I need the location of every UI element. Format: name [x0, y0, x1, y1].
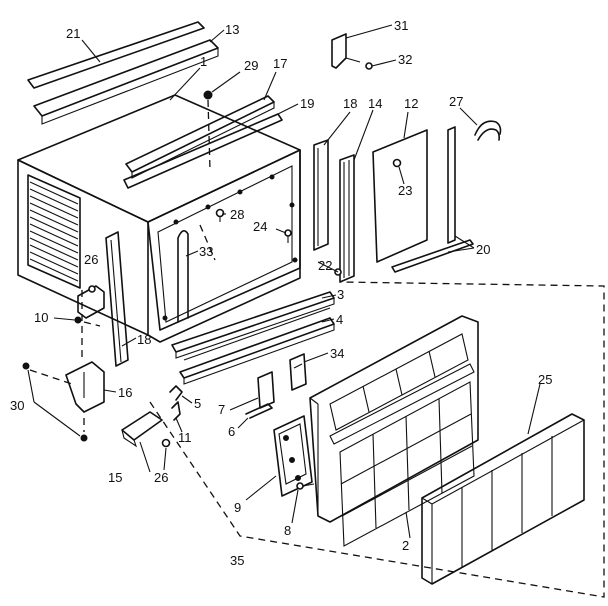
part-26-screw-lower — [161, 438, 171, 448]
label-9: 9 — [234, 500, 241, 515]
part-10-screw — [74, 316, 101, 327]
side-louvers — [27, 174, 81, 289]
leader-lines — [27, 24, 541, 539]
part-24-screw — [284, 229, 292, 243]
part-34-bracket — [289, 353, 307, 391]
part-5-clip — [169, 385, 183, 401]
label-21: 21 — [66, 26, 80, 41]
part-28-screw — [215, 208, 225, 222]
part-25-filter — [421, 413, 585, 585]
part-15-cover — [121, 411, 163, 448]
part-13-strip — [33, 39, 219, 125]
cabinet-housing — [17, 94, 301, 343]
part-26-bracket-upper — [77, 285, 105, 319]
label-7: 7 — [218, 402, 225, 417]
label-8: 8 — [284, 523, 291, 538]
label-2: 2 — [402, 538, 409, 553]
label-22: 22 — [318, 258, 332, 273]
part-20-seals — [391, 126, 474, 273]
label-5: 5 — [194, 396, 201, 411]
label-30: 30 — [10, 398, 24, 413]
part-30-screws — [22, 362, 88, 442]
part-32-screw — [365, 62, 373, 70]
part-18-side-rail — [105, 231, 129, 367]
label-24: 24 — [253, 219, 267, 234]
part-19-strip — [123, 113, 283, 189]
part-16-bracket — [65, 361, 105, 413]
part-8-knob — [296, 482, 315, 490]
label-26-upper: 26 — [84, 252, 98, 267]
part-14-channel — [339, 154, 355, 283]
label-33: 33 — [199, 244, 213, 259]
label-11: 11 — [178, 430, 192, 445]
assembly-35-boundary — [149, 281, 605, 598]
label-3: 3 — [337, 287, 344, 302]
part-27-hose — [474, 120, 502, 141]
part-33-tubing — [177, 230, 189, 323]
part-12-panel — [372, 129, 428, 263]
part-3-louver-bar — [171, 291, 335, 359]
label-28: 28 — [230, 207, 244, 222]
label-23: 23 — [398, 183, 412, 198]
label-25: 25 — [538, 372, 552, 387]
part-6-bracket — [245, 403, 273, 419]
label-35: 35 — [230, 553, 244, 568]
part-4-louver-bars — [179, 307, 335, 385]
label-29: 29 — [244, 58, 258, 73]
part-9-side-panel — [273, 415, 313, 497]
label-16: 16 — [118, 385, 132, 400]
label-20: 20 — [476, 242, 490, 257]
part-18-top-rail — [313, 139, 329, 251]
label-34: 34 — [330, 346, 344, 361]
label-18-top: 18 — [343, 96, 357, 111]
label-12: 12 — [404, 96, 418, 111]
part-2-front-grille — [309, 315, 479, 547]
label-27: 27 — [449, 94, 463, 109]
label-1: 1 — [200, 54, 207, 69]
part-labels: 21 13 1 29 17 19 18 14 12 27 31 32 23 20… — [10, 18, 552, 568]
part-11-clip — [171, 401, 181, 421]
label-18-side: 18 — [137, 332, 151, 347]
label-17: 17 — [273, 56, 287, 71]
label-10: 10 — [34, 310, 48, 325]
label-15: 15 — [108, 470, 122, 485]
part-7-bracket — [257, 371, 275, 409]
part-31-bracket — [331, 33, 361, 69]
label-6: 6 — [228, 424, 235, 439]
part-21-strip — [27, 21, 205, 89]
label-13: 13 — [225, 22, 239, 37]
label-14: 14 — [368, 96, 382, 111]
label-31: 31 — [394, 18, 408, 33]
label-32: 32 — [398, 52, 412, 67]
label-26-lower: 26 — [154, 470, 168, 485]
label-4: 4 — [336, 312, 343, 327]
part-29-fastener — [203, 90, 213, 171]
label-19: 19 — [300, 96, 314, 111]
part-17-strip — [125, 95, 275, 179]
